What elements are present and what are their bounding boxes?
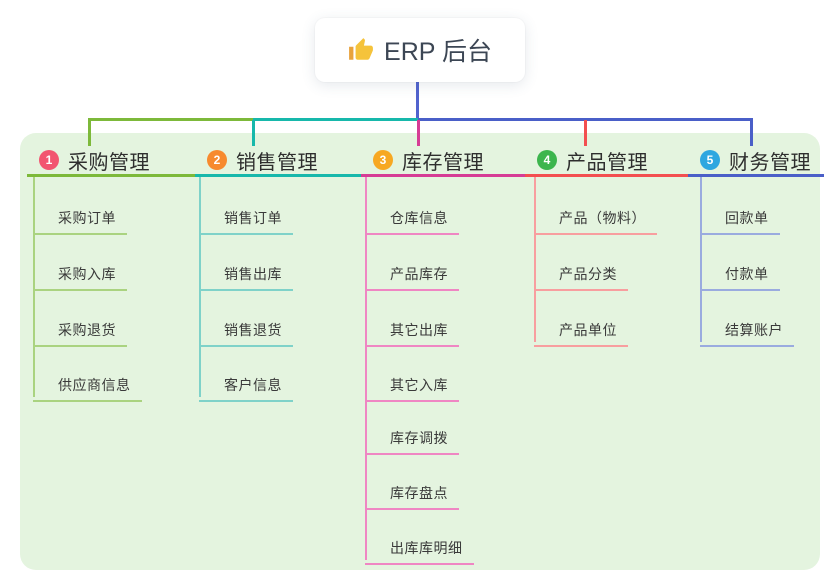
leaf-node[interactable]: 采购退货 [33,312,127,347]
branch-child-line [534,177,536,342]
leaf-node[interactable]: 库存盘点 [365,475,459,510]
leaf-label: 采购退货 [58,322,116,338]
leaf-label: 产品分类 [559,266,617,282]
leaf-label: 采购入库 [58,266,116,282]
thumbs-up-icon [348,37,374,63]
branch-node-5[interactable]: 5 财务管理 [688,146,824,177]
branch-node-3[interactable]: 3 库存管理 [361,146,534,177]
branches-panel [20,133,820,570]
leaf-node[interactable]: 付款单 [700,256,780,291]
leaf-label: 产品单位 [559,322,617,338]
leaf-label: 销售出库 [224,266,282,282]
leaf-node[interactable]: 库存调拨 [365,420,459,455]
branch-number-badge: 2 [207,150,227,170]
leaf-label: 回款单 [725,210,769,226]
leaf-node[interactable]: 产品库存 [365,256,459,291]
branch-connector-stub [584,120,587,146]
leaf-node[interactable]: 其它出库 [365,312,459,347]
leaf-label: 产品（物料） [559,210,646,226]
branch-number-badge: 1 [39,150,59,170]
branch-node-4[interactable]: 4 产品管理 [525,146,702,177]
leaf-label: 销售退货 [224,322,282,338]
leaf-node[interactable]: 仓库信息 [365,200,459,235]
leaf-node[interactable]: 客户信息 [199,367,293,402]
leaf-label: 其它出库 [390,322,448,338]
branch-node-2[interactable]: 2 销售管理 [195,146,368,177]
branch-child-line [199,177,201,397]
leaf-label: 付款单 [725,266,769,282]
branch-child-line [700,177,702,342]
rail-segment [418,118,753,121]
leaf-label: 库存盘点 [390,485,448,501]
branch-node-1[interactable]: 1 采购管理 [27,146,205,177]
branch-connector-stub [88,120,91,146]
leaf-node[interactable]: 结算账户 [700,312,794,347]
leaf-node[interactable]: 产品分类 [534,256,628,291]
leaf-node[interactable]: 其它入库 [365,367,459,402]
branch-label: 产品管理 [566,151,648,174]
leaf-node[interactable]: 销售订单 [199,200,293,235]
rail-segment [253,118,418,121]
branch-child-line [33,177,35,397]
rail-segment [88,118,253,121]
branch-label: 采购管理 [68,151,150,174]
leaf-label: 其它入库 [390,377,448,393]
branch-child-line [365,177,367,560]
leaf-node[interactable]: 采购入库 [33,256,127,291]
branch-label: 销售管理 [236,151,318,174]
leaf-label: 采购订单 [58,210,116,226]
leaf-label: 库存调拨 [390,430,448,446]
leaf-node[interactable]: 采购订单 [33,200,127,235]
leaf-node[interactable]: 销售出库 [199,256,293,291]
leaf-label: 供应商信息 [58,377,131,393]
leaf-label: 出库库明细 [390,540,463,556]
branch-number-badge: 4 [537,150,557,170]
leaf-label: 客户信息 [224,377,282,393]
branch-label: 财务管理 [729,151,811,174]
leaf-label: 产品库存 [390,266,448,282]
branch-connector-stub [750,120,753,146]
leaf-label: 销售订单 [224,210,282,226]
branch-label: 库存管理 [402,151,484,174]
leaf-node[interactable]: 回款单 [700,200,780,235]
branch-number-badge: 3 [373,150,393,170]
root-connector-line [416,82,419,121]
branch-connector-stub [417,120,420,146]
branch-number-badge: 5 [700,150,720,170]
leaf-node[interactable]: 供应商信息 [33,367,142,402]
leaf-label: 仓库信息 [390,210,448,226]
leaf-label: 结算账户 [725,322,783,338]
branch-connector-stub [252,120,255,146]
leaf-node[interactable]: 产品单位 [534,312,628,347]
root-label: ERP 后台 [384,38,492,66]
leaf-node[interactable]: 产品（物料） [534,200,657,235]
root-node[interactable]: ERP 后台 [315,18,525,82]
leaf-node[interactable]: 出库库明细 [365,530,474,565]
leaf-node[interactable]: 销售退货 [199,312,293,347]
